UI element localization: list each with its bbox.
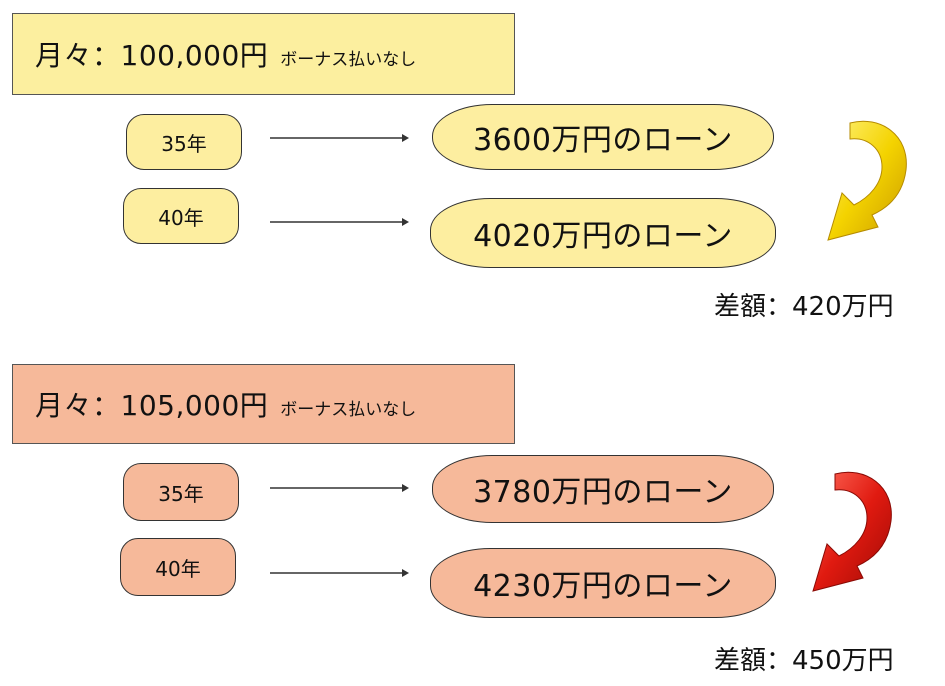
term-box-40: 40年 (123, 188, 239, 244)
term-label: 40年 (155, 556, 201, 581)
red-curved-arrow-icon (812, 471, 892, 592)
loan-label: 4230万円のローン (473, 569, 733, 604)
loan-amount-40: 4230万円のローン (430, 548, 776, 618)
monthly-payment-label: 月々：100,000円 (35, 39, 269, 72)
monthly-payment-label: 月々：105,000円 (35, 389, 269, 422)
monthly-payment-header-2: 月々：105,000円 ボーナス払いなし (12, 364, 515, 444)
term-label: 35年 (158, 481, 204, 506)
term-label: 35年 (161, 131, 207, 156)
bonus-note: ボーナス払いなし (280, 399, 417, 420)
right-arrow-icon (270, 134, 409, 142)
term-box-40: 40年 (120, 538, 236, 596)
term-label: 40年 (158, 205, 204, 230)
bonus-note: ボーナス払いなし (280, 49, 417, 70)
loan-amount-35: 3780万円のローン (432, 455, 774, 523)
monthly-payment-header-1: 月々：100,000円 ボーナス払いなし (12, 13, 515, 95)
loan-amount-35: 3600万円のローン (432, 104, 774, 170)
loan-label: 4020万円のローン (473, 219, 733, 254)
term-box-35: 35年 (123, 463, 239, 521)
right-arrow-icon (270, 218, 409, 226)
loan-label: 3780万円のローン (473, 475, 733, 510)
loan-amount-40: 4020万円のローン (430, 198, 776, 268)
loan-label: 3600万円のローン (473, 123, 733, 158)
right-arrow-icon (270, 569, 409, 577)
yellow-curved-arrow-icon (827, 120, 907, 241)
term-box-35: 35年 (126, 114, 242, 170)
difference-label-2: 差額：450万円 (714, 646, 894, 676)
right-arrow-icon (270, 484, 409, 492)
difference-label-1: 差額：420万円 (714, 292, 894, 322)
